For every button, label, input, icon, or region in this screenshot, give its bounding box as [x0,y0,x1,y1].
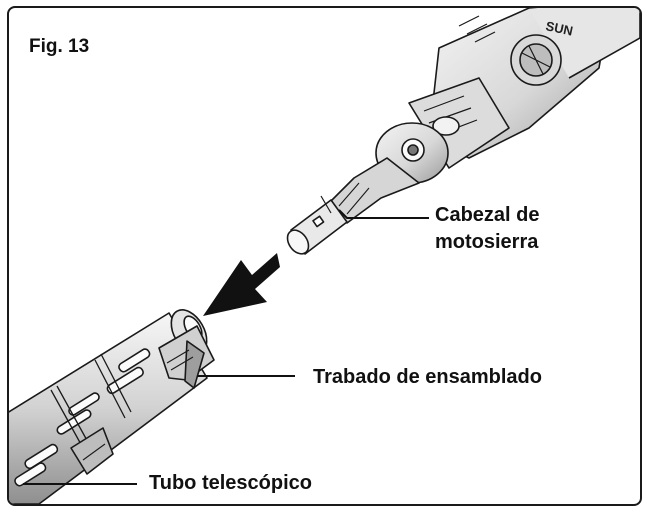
figure-label: Fig. 13 [29,36,90,57]
callout-chainsaw-head: Cabezal de motosierra [435,202,539,256]
telescopic-tube [9,309,215,504]
assembly-lock-clamp [158,325,215,389]
leader-chainsaw-head [338,209,429,219]
callout-assembly-lock: Trabado de ensamblado [313,366,542,388]
chainsaw-head [286,8,640,255]
brand-disc [432,116,460,136]
insert-direction-arrow [203,253,280,316]
figure-frame: SUN [7,6,642,506]
callout-chainsaw-head-line2: motosierra [435,231,539,253]
callout-chainsaw-head-line1: Cabezal de [435,204,540,226]
assembly-illustration: SUN [9,8,640,504]
guide-bar [529,8,640,79]
lower-clamp [70,427,114,475]
tube-body [9,312,208,504]
callout-telescopic-tube: Tubo telescópico [149,472,312,494]
tension-knob [510,34,562,86]
leader-lines [23,209,429,485]
grip-slots [14,348,151,487]
product-marking: SUN [544,18,574,38]
